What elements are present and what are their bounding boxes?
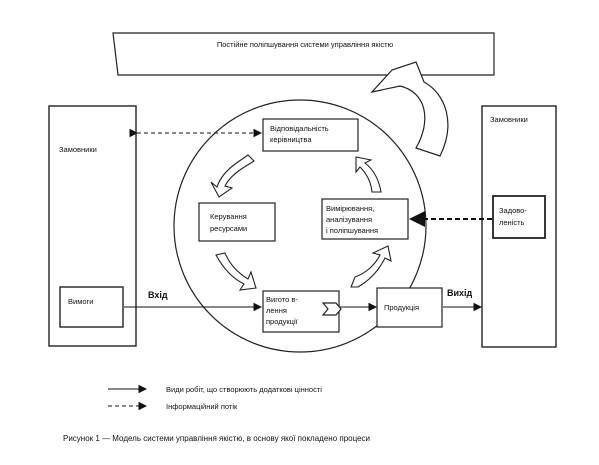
product-realization-line2: лення xyxy=(266,306,287,315)
requirements-label: Вимоги xyxy=(68,297,93,306)
measurement-line2: аналізування xyxy=(326,215,372,224)
improvement-loop-arrow xyxy=(370,61,449,157)
continual-improvement-banner: Постійне поліпшування системи управління… xyxy=(112,32,495,76)
product-label: Продукція xyxy=(384,303,419,312)
satisfaction-line2: леність xyxy=(499,218,525,227)
output-label: Вихід xyxy=(447,288,473,298)
satisfaction-box xyxy=(492,195,546,239)
figure-caption: Рисунок 1 — Модель системи управління як… xyxy=(63,434,370,443)
management-responsibility-line1: Відповідальність xyxy=(270,124,329,133)
left-customers-title: Замовники xyxy=(59,145,97,154)
product-realization-box: Вигото в- лення продукції xyxy=(262,290,342,333)
cycle-arrow-bottom-right-icon xyxy=(350,245,392,288)
product-realization-line1: Вигото в- xyxy=(266,295,298,304)
cycle-arrows xyxy=(210,154,392,291)
left-customers-panel: Замовники Вимоги xyxy=(48,105,137,347)
resource-management-box: Керування ресурсами xyxy=(198,202,276,242)
realization-arrow-icon xyxy=(321,302,342,316)
resource-management-line2: ресурсами xyxy=(210,224,247,233)
legend: Види робіт, що створюють додаткові цінно… xyxy=(108,384,322,411)
cycle-arrow-top-right-icon xyxy=(355,156,382,193)
measurement-line1: Вимірювання, xyxy=(326,204,374,213)
requirements-box xyxy=(59,286,124,328)
product-realization-line3: продукції xyxy=(266,317,299,326)
resource-management-line1: Керування xyxy=(210,212,247,221)
measurement-analysis-box: Вимірювання, аналізування і поліпшування xyxy=(321,198,409,240)
management-responsibility-box: Відповідальність керівництва xyxy=(262,118,359,152)
input-label: Вхід xyxy=(148,290,168,300)
satisfaction-line1: Задово- xyxy=(499,206,527,215)
process-circle xyxy=(173,99,427,353)
cycle-arrow-bottom-left-icon xyxy=(215,252,257,291)
cycle-arrow-top-left-icon xyxy=(210,154,255,198)
legend-value-adding: Види робіт, що створюють додаткові цінно… xyxy=(166,385,322,394)
right-customers-panel: Замовники Задово- леність xyxy=(481,105,557,348)
banner-text: Постійне поліпшування системи управління… xyxy=(217,40,394,49)
right-customers-title: Замовники xyxy=(490,115,528,124)
management-responsibility-line2: керівництва xyxy=(270,135,312,144)
legend-information-flow: Інформаційний потік xyxy=(166,402,238,411)
measurement-line3: і поліпшування xyxy=(326,226,378,235)
product-box: Продукція xyxy=(376,287,443,328)
